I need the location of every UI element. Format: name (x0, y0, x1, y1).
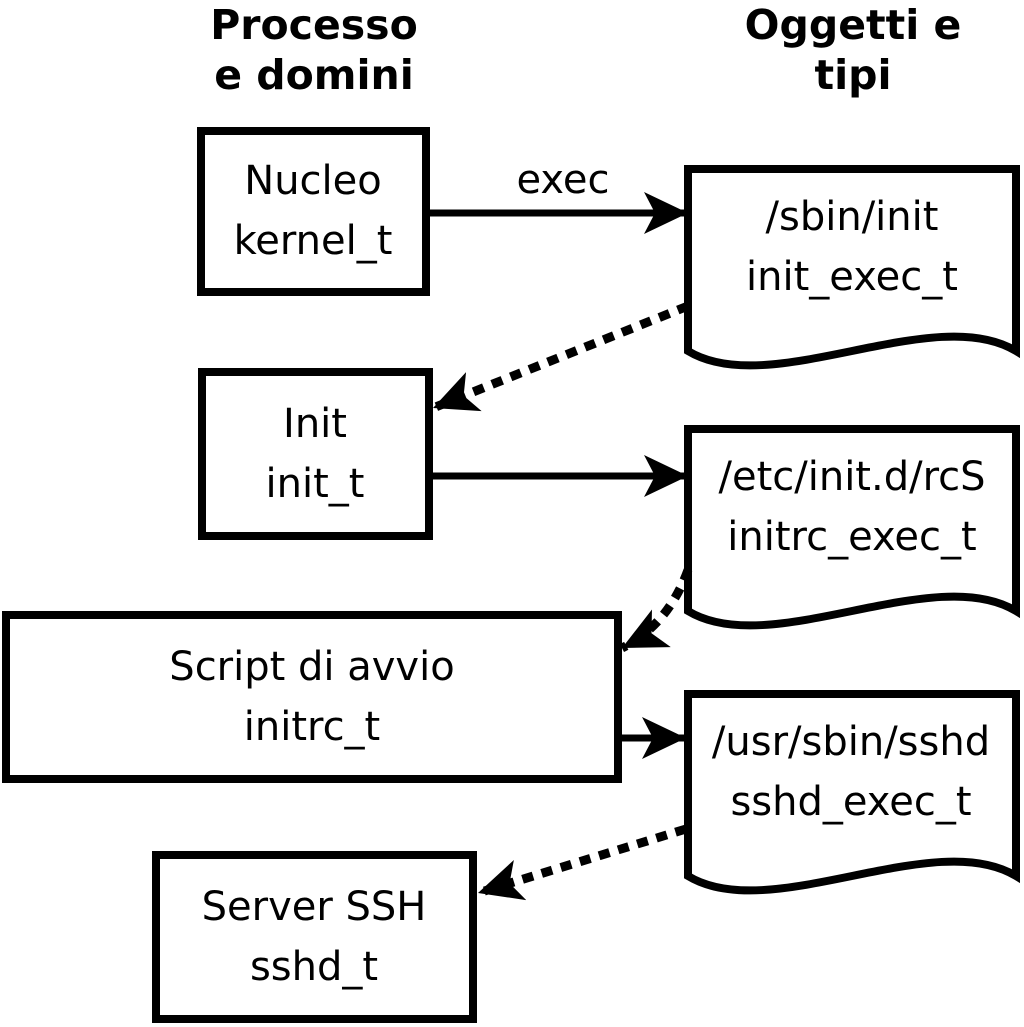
column-header-processes-line2: e domini (214, 51, 414, 99)
column-header-objects-line1: Oggetti e (744, 1, 962, 49)
column-header-processes: Processo e domini (114, 0, 514, 100)
exec-arrow-label: exec (516, 157, 610, 203)
transition-arrow-initrc-exec-to-initrc (619, 568, 693, 653)
process-box-sshd (152, 851, 477, 1023)
transition-arrow-init-exec-to-init (431, 301, 690, 413)
column-header-objects-line2: tipi (814, 51, 892, 99)
document-shape-sshd-exec (684, 690, 1020, 895)
process-box-init (198, 368, 433, 540)
document-shape-init-exec (684, 165, 1020, 370)
process-box-kernel (197, 127, 430, 296)
column-header-processes-line1: Processo (210, 1, 418, 49)
transition-arrow-sshd-exec-to-sshd (476, 824, 688, 901)
document-shape-initrc-exec (684, 425, 1020, 630)
column-header-objects: Oggetti e tipi (653, 0, 1024, 100)
process-box-initrc (2, 611, 622, 783)
